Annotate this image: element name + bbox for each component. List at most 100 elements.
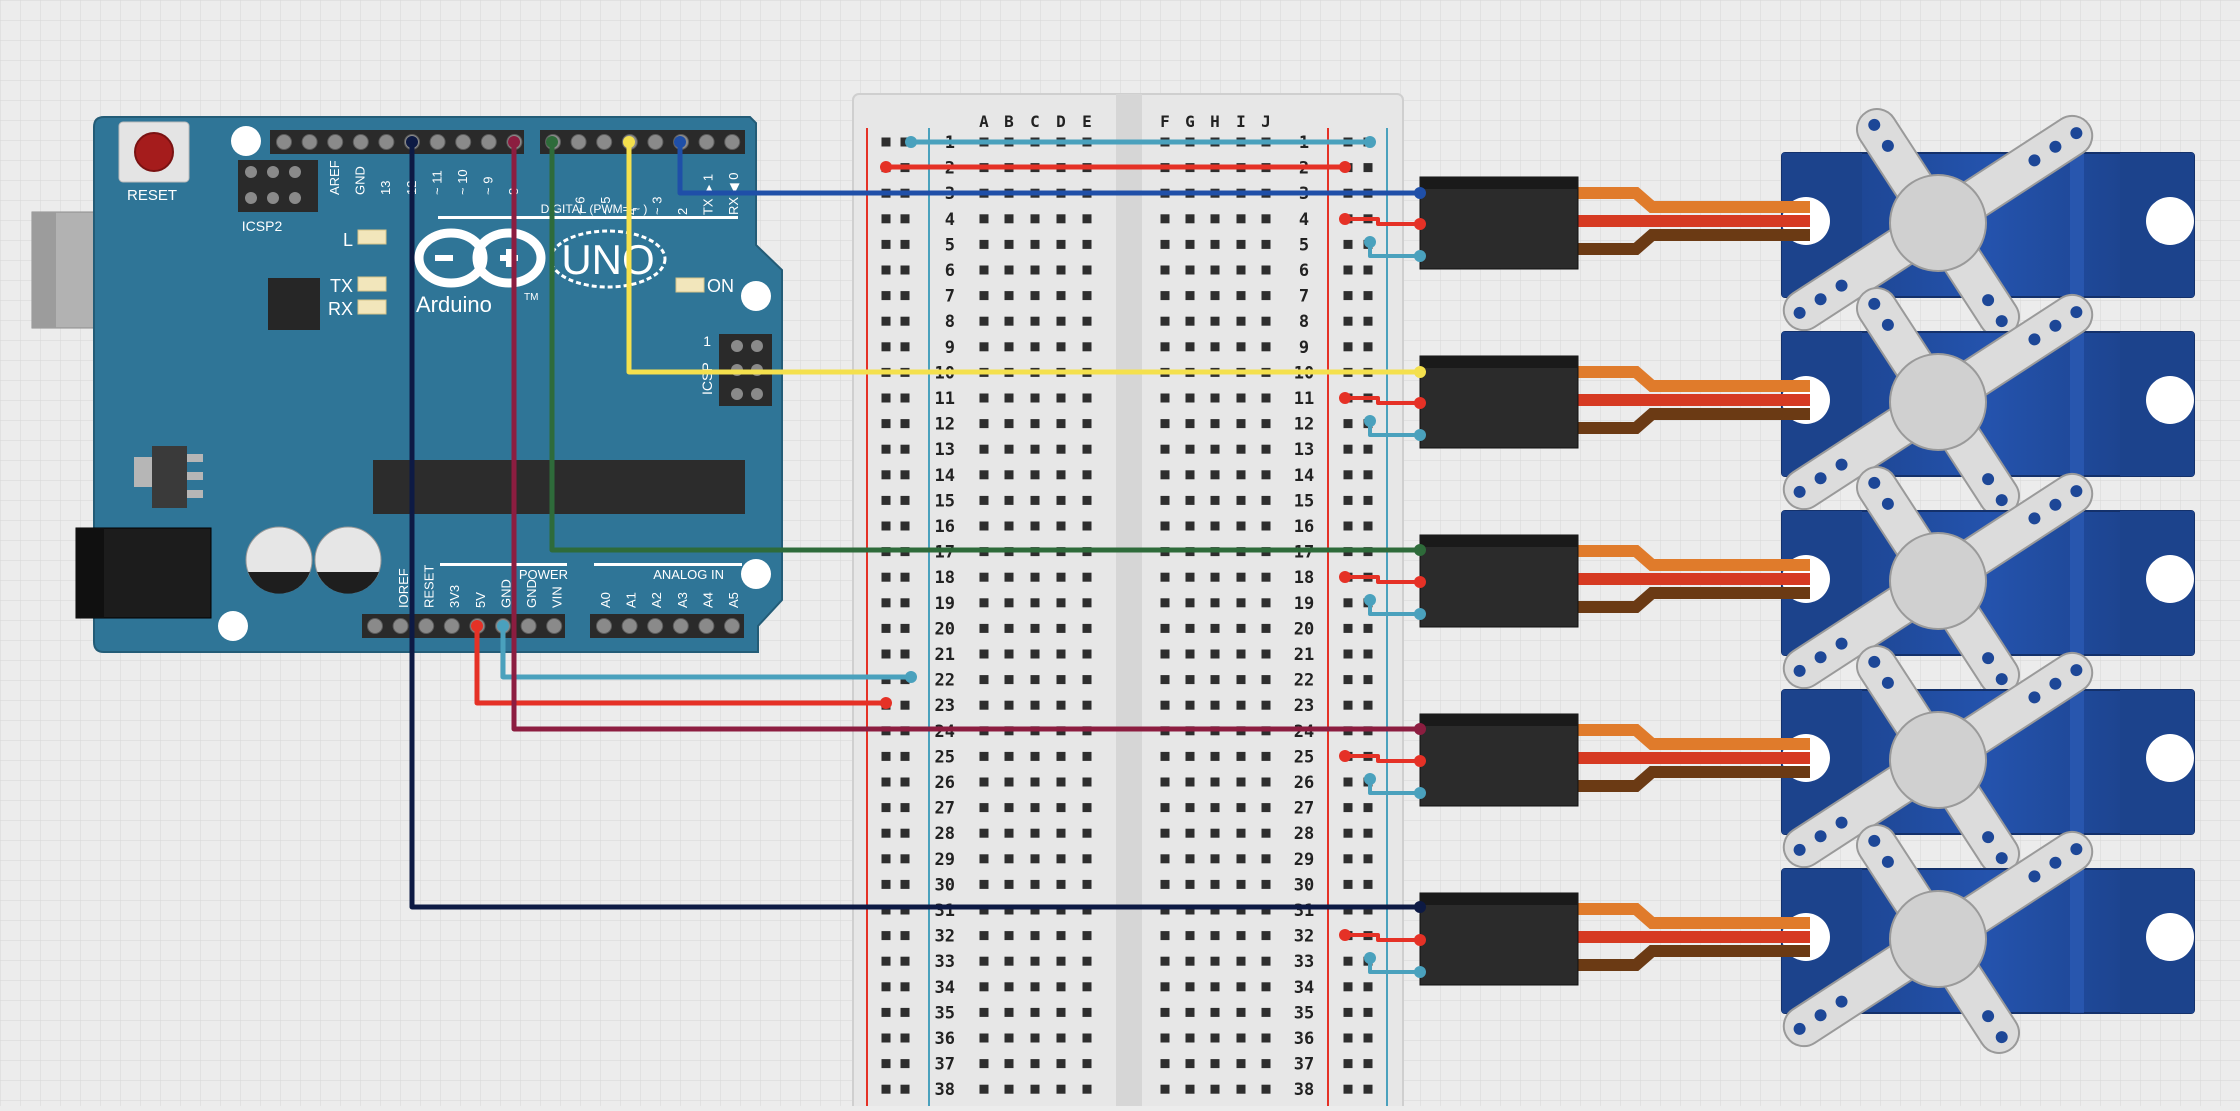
breadboard-hole[interactable]	[1030, 214, 1040, 224]
breadboard-hole[interactable]	[1236, 598, 1246, 608]
servo-1[interactable]	[1419, 14, 2195, 431]
breadboard-hole[interactable]	[1210, 1033, 1220, 1043]
breadboard-hole[interactable]	[1236, 393, 1246, 403]
breadboard-hole[interactable]	[979, 931, 989, 941]
breadboard-hole[interactable]	[1261, 521, 1271, 531]
breadboard-hole[interactable]	[1030, 803, 1040, 813]
breadboard-hole[interactable]	[1030, 675, 1040, 685]
header-pin-power[interactable]	[546, 618, 563, 634]
breadboard-hole[interactable]	[1030, 649, 1040, 659]
breadboard-hole[interactable]	[1004, 751, 1014, 761]
breadboard-hole[interactable]	[1082, 239, 1092, 249]
breadboard-hole[interactable]	[1082, 777, 1092, 787]
breadboard-hole[interactable]	[1030, 879, 1040, 889]
breadboard-hole[interactable]	[1030, 1007, 1040, 1017]
breadboard-hole[interactable]	[1030, 905, 1040, 915]
breadboard-hole[interactable]	[979, 700, 989, 710]
breadboard-hole[interactable]	[881, 291, 891, 301]
breadboard-hole[interactable]	[1004, 239, 1014, 249]
breadboard-hole[interactable]	[1030, 239, 1040, 249]
breadboard-hole[interactable]	[1185, 803, 1195, 813]
breadboard-hole[interactable]	[881, 649, 891, 659]
breadboard-hole[interactable]	[1056, 982, 1066, 992]
header-pin-digital[interactable]	[698, 134, 715, 150]
servo-4[interactable]	[1419, 551, 2195, 968]
breadboard-hole[interactable]	[1210, 623, 1220, 633]
breadboard-hole[interactable]	[1261, 956, 1271, 966]
breadboard-hole[interactable]	[1004, 1084, 1014, 1094]
breadboard-hole[interactable]	[979, 803, 989, 813]
breadboard-hole[interactable]	[900, 393, 910, 403]
breadboard-hole[interactable]	[1056, 470, 1066, 480]
breadboard-hole[interactable]	[1236, 265, 1246, 275]
breadboard-hole[interactable]	[1363, 342, 1373, 352]
breadboard-hole[interactable]	[1056, 239, 1066, 249]
breadboard-hole[interactable]	[1210, 239, 1220, 249]
breadboard-hole[interactable]	[979, 214, 989, 224]
breadboard-hole[interactable]	[1185, 828, 1195, 838]
breadboard-hole[interactable]	[1261, 700, 1271, 710]
breadboard-hole[interactable]	[1236, 879, 1246, 889]
breadboard-hole[interactable]	[1082, 316, 1092, 326]
breadboard-hole[interactable]	[900, 649, 910, 659]
servo-3[interactable]	[1419, 372, 2195, 789]
breadboard-hole[interactable]	[1343, 521, 1353, 531]
breadboard-hole[interactable]	[1261, 675, 1271, 685]
header-pin-digital[interactable]	[352, 134, 369, 150]
breadboard-hole[interactable]	[979, 521, 989, 531]
breadboard-hole[interactable]	[1004, 623, 1014, 633]
breadboard-hole[interactable]	[1236, 905, 1246, 915]
breadboard-hole[interactable]	[1185, 342, 1195, 352]
breadboard-hole[interactable]	[1210, 291, 1220, 301]
breadboard-hole[interactable]	[1236, 291, 1246, 301]
breadboard-hole[interactable]	[1004, 419, 1014, 429]
breadboard-hole[interactable]	[1056, 521, 1066, 531]
header-pin-analog[interactable]	[596, 618, 612, 634]
breadboard-hole[interactable]	[900, 444, 910, 454]
servo-2[interactable]	[1419, 193, 2195, 610]
breadboard-hole[interactable]	[979, 1084, 989, 1094]
breadboard-hole[interactable]	[1363, 163, 1373, 173]
breadboard-hole[interactable]	[1363, 291, 1373, 301]
breadboard-hole[interactable]	[1056, 214, 1066, 224]
breadboard-hole[interactable]	[1082, 1007, 1092, 1017]
breadboard-hole[interactable]	[1030, 419, 1040, 429]
breadboard-hole[interactable]	[881, 316, 891, 326]
breadboard-hole[interactable]	[1160, 854, 1170, 864]
breadboard-hole[interactable]	[1261, 572, 1271, 582]
breadboard-hole[interactable]	[1056, 675, 1066, 685]
breadboard-hole[interactable]	[1185, 419, 1195, 429]
breadboard-hole[interactable]	[1210, 1059, 1220, 1069]
breadboard-hole[interactable]	[1160, 316, 1170, 326]
breadboard-hole[interactable]	[1030, 470, 1040, 480]
header-pin-power[interactable]	[392, 618, 409, 634]
breadboard-hole[interactable]	[1004, 777, 1014, 787]
breadboard-hole[interactable]	[1236, 239, 1246, 249]
breadboard-hole[interactable]	[1056, 700, 1066, 710]
breadboard-hole[interactable]	[1363, 854, 1373, 864]
breadboard-hole[interactable]	[1004, 393, 1014, 403]
breadboard-hole[interactable]	[1343, 879, 1353, 889]
breadboard-hole[interactable]	[881, 879, 891, 889]
header-pin-digital[interactable]	[429, 134, 446, 150]
breadboard-hole[interactable]	[1160, 1033, 1170, 1043]
breadboard-hole[interactable]	[1004, 854, 1014, 864]
breadboard-hole[interactable]	[1236, 828, 1246, 838]
breadboard-hole[interactable]	[1236, 419, 1246, 429]
breadboard-hole[interactable]	[1343, 675, 1353, 685]
header-pin-digital[interactable]	[570, 134, 587, 150]
breadboard-hole[interactable]	[1160, 879, 1170, 889]
breadboard-hole[interactable]	[1261, 649, 1271, 659]
breadboard-hole[interactable]	[1004, 444, 1014, 454]
breadboard-hole[interactable]	[1185, 623, 1195, 633]
breadboard-hole[interactable]	[1343, 316, 1353, 326]
breadboard-hole[interactable]	[881, 905, 891, 915]
breadboard-hole[interactable]	[881, 393, 891, 403]
breadboard-hole[interactable]	[900, 828, 910, 838]
breadboard-hole[interactable]	[1363, 649, 1373, 659]
breadboard-hole[interactable]	[979, 879, 989, 889]
breadboard-hole[interactable]	[1210, 214, 1220, 224]
breadboard-hole[interactable]	[1363, 1033, 1373, 1043]
breadboard-hole[interactable]	[1261, 393, 1271, 403]
breadboard-hole[interactable]	[1160, 623, 1170, 633]
